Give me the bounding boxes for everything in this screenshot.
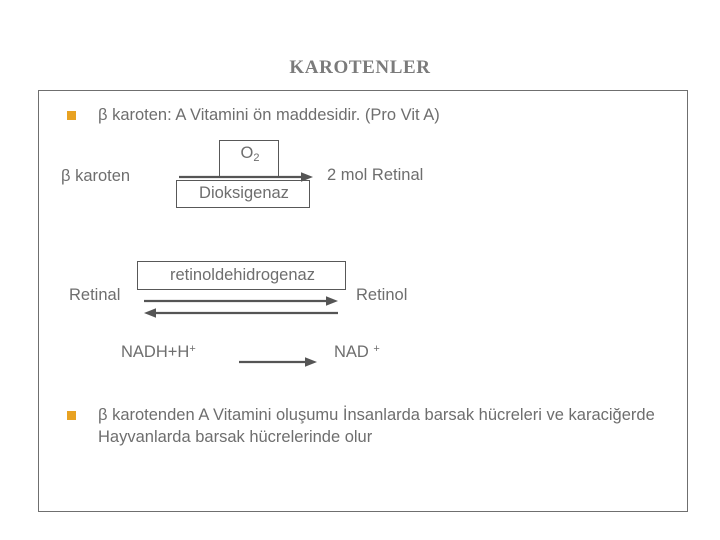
list-item: β karoten: A Vitamini ön maddesidir. (Pr… (67, 104, 667, 126)
reaction1-product-label: 2 mol Retinal (327, 166, 424, 184)
reaction1-cofactor-text: O (240, 144, 254, 162)
reaction-diagram-retinal-to-retinol: Retinal retinoldehidrogenaz Retinol (39, 91, 689, 391)
reaction2-substrate-label: Retinal (69, 286, 121, 304)
arrow-left-icon (144, 307, 338, 319)
reaction2-enzyme-label: retinoldehidrogenaz (170, 266, 315, 284)
reaction1-substrate-label: β karoten (61, 167, 131, 185)
cofactor-substrate-label: NADH+H+ (121, 343, 196, 362)
reaction2-product-label: Retinol (356, 286, 408, 304)
reaction1-enzyme-box: Dioksigenaz (176, 180, 310, 208)
arrow-right-icon (179, 171, 313, 183)
reaction1-cofactor-label: O2 (220, 144, 280, 164)
reaction1-cofactor-box: O2 (219, 140, 279, 178)
reaction-diagram-nadh-to-nad: NADH+H+ NAD + (39, 91, 689, 391)
bullet-1-text: β karoten: A Vitamini ön maddesidir. (Pr… (98, 106, 440, 124)
reaction-diagram-carotene-to-retinal: β karoten O2 Dioksigenaz 2 mol Retinal (39, 91, 689, 221)
reaction1-enzyme-label: Dioksigenaz (199, 184, 289, 202)
page-title: KAROTENLER (289, 57, 431, 78)
square-bullet-icon (67, 111, 76, 120)
bullet-2-text: β karotenden A Vitamini oluşumu İnsanlar… (98, 406, 655, 447)
cofactor-product-label: NAD + (334, 343, 380, 362)
square-bullet-icon (67, 411, 76, 420)
list-item: β karotenden A Vitamini oluşumu İnsanlar… (67, 404, 679, 449)
reaction1-cofactor-subscript: 2 (253, 152, 260, 164)
arrow-right-icon (239, 356, 317, 368)
content-frame: β karoten: A Vitamini ön maddesidir. (Pr… (38, 90, 688, 512)
cofactor-product-superscript: + (373, 343, 380, 355)
cofactor-substrate-superscript: + (189, 343, 196, 355)
cofactor-product-text: NAD (334, 343, 374, 361)
reaction2-enzyme-box: retinoldehidrogenaz (137, 261, 346, 290)
arrow-right-icon (144, 295, 338, 307)
cofactor-substrate-text: NADH+H (121, 343, 190, 361)
